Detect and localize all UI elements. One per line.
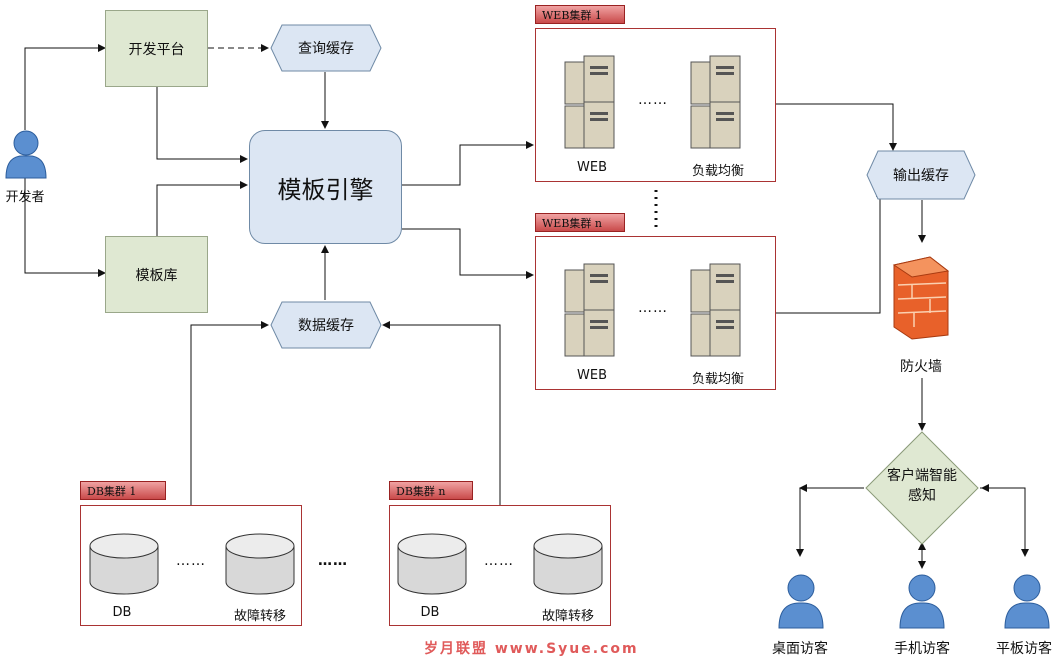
failover-label: 故障转移 [541, 609, 594, 624]
template-lib-box: 模板库 [105, 236, 208, 313]
web-label: WEB [577, 160, 607, 175]
between-db-dots: …… [318, 553, 348, 569]
desktop-visitor-person-icon [778, 574, 824, 629]
template-engine-box: 模板引擎 [249, 130, 402, 244]
data-cache-label: 数据缓存 [298, 318, 354, 334]
db-label: DB [420, 605, 440, 620]
load-balancer-server-icon [690, 263, 741, 357]
failover-label: 故障转移 [233, 609, 286, 624]
watermark: 岁月联盟 www.Syue.com [424, 641, 639, 657]
firewall-label: 防火墙 [900, 359, 942, 375]
client-detect-label: 客户端智能感知 [887, 468, 957, 504]
web-server-icon [564, 55, 615, 149]
db-cluster-1-tab: DB集群 1 [80, 481, 166, 500]
load-balancer-server-icon [690, 55, 741, 149]
tablet-visitor-label: 平板访客 [996, 641, 1052, 657]
web-server-icon [564, 263, 615, 357]
failover-cylinder-icon [225, 533, 295, 595]
tablet-visitor-person-icon [1004, 574, 1050, 629]
dev-platform-box: 开发平台 [105, 10, 208, 87]
client-detect-diamond [865, 431, 979, 545]
web-cluster-1-dots: …… [638, 92, 668, 108]
db-cylinder-icon [397, 533, 467, 595]
failover-cylinder-icon [533, 533, 603, 595]
load-balance-label: 负载均衡 [691, 164, 744, 179]
db-cluster-1-dots: …… [176, 553, 206, 569]
output-cache-label: 输出缓存 [893, 168, 949, 184]
query-cache-label: 查询缓存 [298, 41, 354, 57]
mobile-visitor-label: 手机访客 [894, 641, 950, 657]
web-label: WEB [577, 368, 607, 383]
data-cache-hexagon [270, 301, 382, 349]
output-cache-hexagon [866, 150, 976, 200]
firewall-icon [892, 256, 950, 340]
db-label: DB [112, 605, 132, 620]
web-cluster-1-tab: WEB集群 1 [535, 5, 625, 24]
db-cylinder-icon [89, 533, 159, 595]
developer-label: 开发者 [5, 190, 45, 205]
desktop-visitor-label: 桌面访客 [772, 641, 828, 657]
web-cluster-n-tab: WEB集群 n [535, 213, 625, 232]
web-cluster-n-dots: …… [638, 300, 668, 316]
db-cluster-n-dots: …… [484, 553, 514, 569]
query-cache-hexagon [270, 24, 382, 72]
developer-person-icon [5, 130, 47, 179]
db-cluster-n-tab: DB集群 n [389, 481, 473, 500]
mobile-visitor-person-icon [899, 574, 945, 629]
load-balance-label: 负载均衡 [691, 372, 744, 387]
